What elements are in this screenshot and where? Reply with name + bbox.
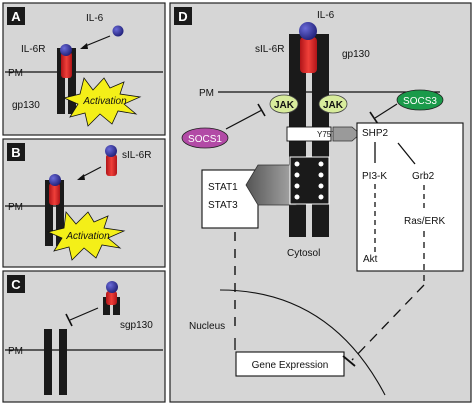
- panel-a-letter: A: [11, 9, 21, 24]
- pY-dot: [294, 161, 300, 167]
- panel-d-socs3: [396, 89, 444, 111]
- panel-d-akt-label: Akt: [363, 254, 378, 265]
- panel-a-gp130-label: gp130: [12, 100, 40, 111]
- panel-d-shp2-pathway-box: [356, 122, 464, 272]
- panel-a-frame: [2, 2, 166, 136]
- panel-a: A PM IL-6 IL-6R gp130 Activation: [2, 2, 166, 136]
- panel-d-gp130-label: gp130: [342, 49, 370, 60]
- pY-dot: [318, 194, 324, 200]
- panel-a-gp130-right: [68, 48, 76, 114]
- panel-c-sgp130-label: sgp130: [120, 320, 153, 331]
- panel-c-pm-label: PM: [8, 346, 23, 357]
- panel-b-gp130-left: [45, 180, 53, 246]
- panel-d-stat1-label: STAT1: [208, 182, 238, 193]
- panel-a-il6r: [61, 52, 72, 78]
- panel-d-socs3-label: SOCS3: [403, 96, 437, 107]
- panel-d-il6: [299, 22, 317, 40]
- panel-a-bound-il6: [60, 44, 72, 56]
- panel-d-jak-right: [318, 94, 348, 114]
- pY-dot: [318, 161, 324, 167]
- panel-c-frame: [2, 270, 166, 403]
- pY-dot: [318, 183, 324, 189]
- panel-d-ras-gene-bar: [342, 355, 356, 367]
- panel-d-socs3-inhibition-line: [374, 103, 398, 119]
- panel-d-gene-expression-label: Gene Expression: [252, 360, 329, 371]
- panel-a-il6-label: IL-6: [86, 13, 104, 24]
- panel-d-il6-label: IL-6: [317, 10, 335, 21]
- panel-d-grb2-label: Grb2: [412, 171, 435, 182]
- panel-d-ras-label: Ras/ERK: [404, 216, 445, 227]
- panel-a-activation-burst: [62, 77, 142, 127]
- panel-c-sgp130-right: [113, 297, 120, 315]
- panel-a-arrow: [82, 35, 111, 48]
- panel-a-activation-label: Activation: [82, 96, 127, 107]
- panel-a-pm-label: PM: [8, 68, 23, 79]
- panel-d-stat-box: [201, 169, 259, 229]
- panel-d-jak-left: [269, 94, 299, 114]
- panel-a-badge: [7, 7, 25, 25]
- panel-d-shp2-connector: [332, 126, 361, 142]
- panel-b-letter: B: [11, 145, 20, 160]
- panel-d-y757-dot: [300, 130, 308, 138]
- panel-d-sil6r-label: sIL-6R: [255, 44, 284, 55]
- panel-c-gp130-right: [59, 329, 67, 395]
- panel-d-y757-box: [286, 126, 332, 142]
- panel-d-shp2-label: SHP2: [362, 128, 389, 139]
- panel-d-socs1-inhibition-bar: [257, 103, 266, 117]
- pY-dot: [294, 172, 300, 178]
- panel-a-free-il6: [112, 25, 124, 37]
- panel-c-sgp130-left: [103, 297, 110, 315]
- panel-d-y757-label: Y757: [317, 130, 336, 139]
- panel-d-stat3-label: STAT3: [208, 200, 238, 211]
- panel-d-jak-left-label: JAK: [274, 100, 295, 111]
- panel-d-letter: D: [178, 9, 187, 24]
- panel-c-gp130-left: [44, 329, 52, 395]
- panel-c-inhibition-bar: [65, 313, 73, 327]
- panel-b-bound-sil6r: [49, 183, 60, 205]
- panel-c-badge: [7, 275, 25, 293]
- panel-d-sil6r: [300, 37, 317, 73]
- panel-a-arrowhead: [80, 43, 88, 49]
- panel-d-nuclear-envelope: [219, 289, 386, 396]
- panel-b-free-il6: [105, 145, 117, 157]
- panel-d-pm-label: PM: [199, 88, 214, 99]
- panel-d-shp2-grb2-link: [397, 142, 416, 165]
- panel-d-gene-expression-box: [235, 351, 345, 377]
- panel-b-badge: [7, 143, 25, 161]
- panel-b-arrowhead: [77, 174, 85, 180]
- panel-d-cytosol-label: Cytosol: [287, 248, 320, 259]
- panel-d-pi3k-label: PI3-K: [362, 171, 387, 182]
- panel-c-il6: [106, 281, 118, 293]
- panel-d-ras-gene-link: [351, 284, 425, 361]
- panel-c: C PM sgp130: [2, 270, 166, 403]
- panel-c-letter: C: [11, 277, 21, 292]
- panel-a-gp130-left: [57, 48, 65, 114]
- panel-d-jak-right-label: JAK: [323, 100, 344, 111]
- panel-c-inhibition-line: [69, 307, 99, 321]
- panel-b-pm-label: PM: [8, 202, 23, 213]
- panel-d-badge: [174, 7, 192, 25]
- panel-d: D PM IL-6 sIL-6R gp130 JAK JAK SOCS1 SOC…: [169, 2, 472, 403]
- pY-dot: [318, 172, 324, 178]
- panel-a-il6r-label: IL-6R: [21, 44, 45, 55]
- panel-b-gp130-right: [56, 180, 64, 246]
- panel-d-phospho-dots: [294, 161, 324, 200]
- panel-d-socs1: [181, 127, 229, 149]
- panel-d-nucleus-label: Nucleus: [189, 321, 225, 332]
- panel-d-socs1-inhibition-line: [225, 109, 263, 130]
- panel-d-socs1-label: SOCS1: [188, 134, 222, 145]
- panel-b-free-sil6r: [106, 154, 117, 176]
- panel-b-activation-burst: [46, 211, 126, 261]
- panel-b-sil6r-label: sIL-6R: [122, 150, 151, 161]
- pY-dot: [294, 183, 300, 189]
- panel-b: B PM sIL-6R Activation: [2, 138, 166, 268]
- pY-dot: [294, 194, 300, 200]
- panel-b-bound-il6: [49, 174, 61, 186]
- panel-d-socs3-inhibition-bar: [369, 111, 379, 125]
- panel-c-sil6r: [106, 291, 117, 305]
- panel-b-activation-label: Activation: [65, 231, 110, 242]
